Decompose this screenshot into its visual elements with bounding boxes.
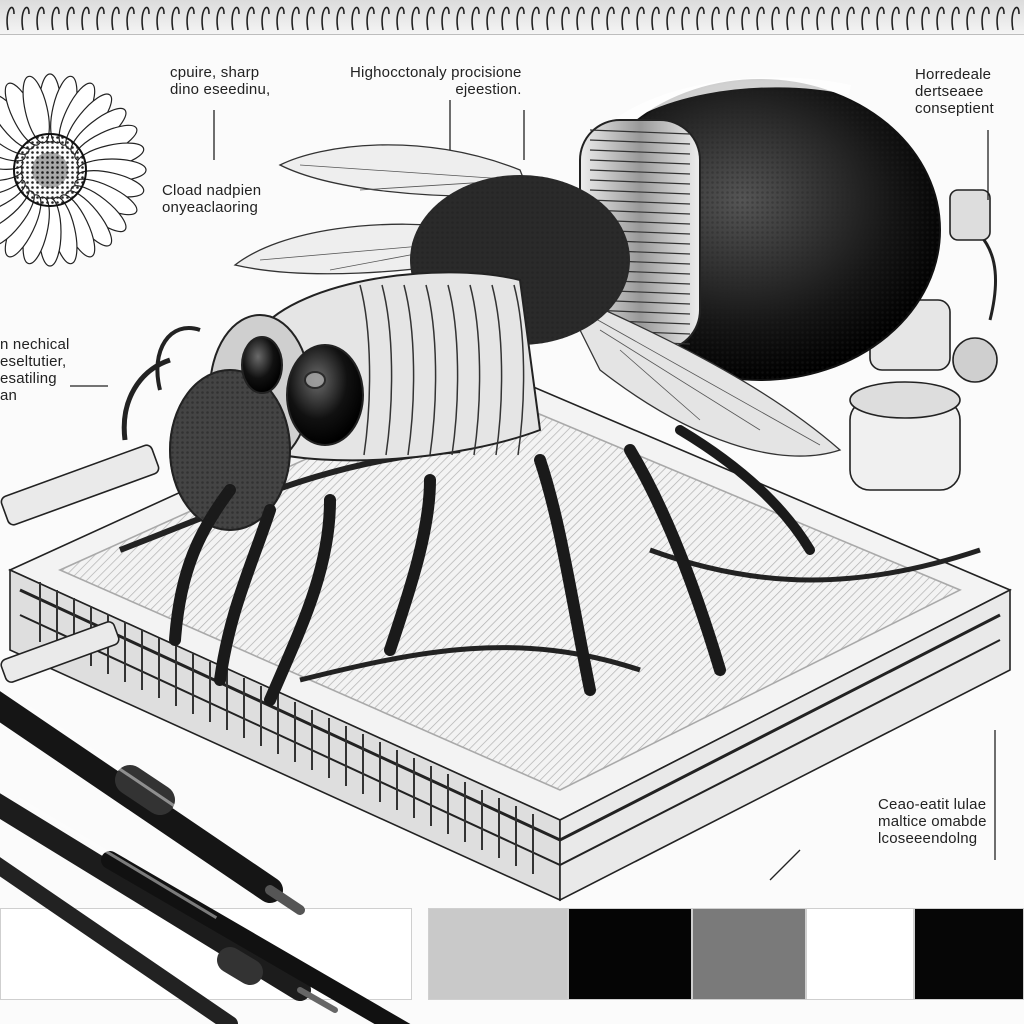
annotation-line: lcoseeendolng — [878, 830, 978, 847]
annotation-mid-left: Cload nadpien onyeaclaoring — [162, 182, 261, 216]
annotation-line: esatiling — [0, 370, 57, 387]
annotation-line: ejeestion. — [455, 81, 522, 98]
spiral-binding — [0, 0, 1024, 35]
drawing-pens-icon — [0, 691, 411, 1024]
annotation-line: onyeaclaoring — [162, 199, 258, 216]
swatch-black — [914, 908, 1024, 1000]
bee-legs — [169, 425, 815, 706]
annotation-line: an — [0, 387, 18, 404]
swatch-mid-gray — [692, 908, 806, 1000]
bee-eye-icon — [286, 344, 364, 446]
annotation-line: dino eseedinu, — [170, 81, 271, 98]
annotation-line: maltice omabde — [878, 813, 987, 830]
binding-rings-icon — [6, 6, 1020, 31]
annotation-line: Highocctonaly procisione — [350, 64, 522, 81]
swatch-black — [568, 908, 692, 1000]
annotation-top-left: cpuire, sharp dino eseedinu, — [170, 64, 270, 98]
swatch-white — [806, 908, 914, 1000]
annotation-line: dertseaee — [915, 83, 984, 100]
daisy-sketch-icon — [0, 73, 147, 267]
annotation-line: n nechical — [0, 336, 70, 353]
annotation-line: cpuire, sharp — [170, 64, 260, 81]
annotation-line: Cload nadpien — [162, 182, 262, 199]
annotation-line: eseltutier, — [0, 353, 67, 370]
annotation-left-edge: n nechical eseltutier, esatiling an — [0, 336, 70, 404]
bee-wings — [233, 144, 842, 457]
annotation-top-center: Highocctonaly procisione ejeestion. — [350, 64, 522, 98]
annotation-line: Ceao-eatit lulae — [878, 796, 987, 813]
annotation-top-right: Horredeale dertseaee conseptient — [915, 66, 994, 117]
annotation-line: Horredeale — [915, 66, 992, 83]
annotation-line: conseptient — [915, 100, 994, 117]
annotation-leaders — [70, 100, 996, 881]
swatch-light-gray — [428, 908, 568, 1000]
annotation-bottom-right: Ceao-eatit lulae maltice omabde lcoseeen… — [878, 796, 987, 847]
mechanical-bee-illustration — [0, 73, 1012, 902]
bee-head-module — [121, 271, 542, 531]
